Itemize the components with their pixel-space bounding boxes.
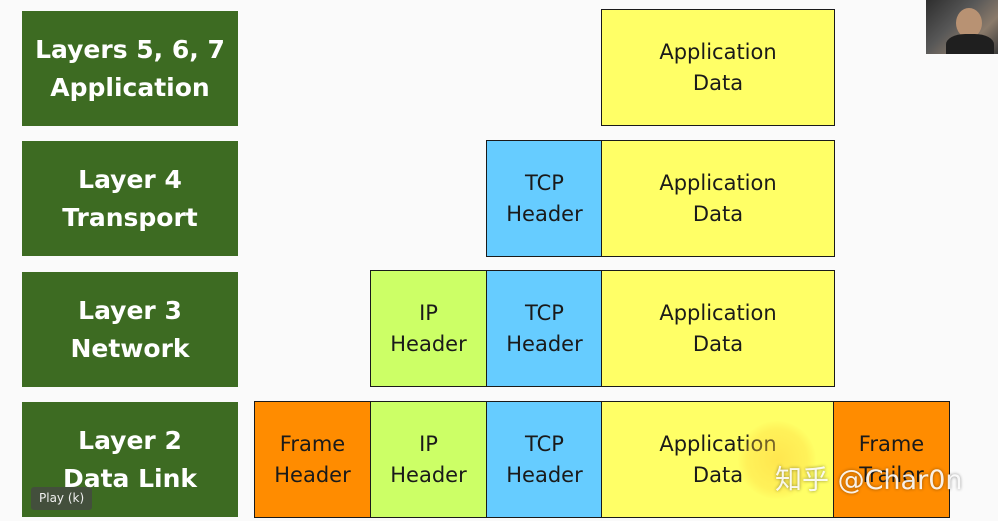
box-line1: Application [659, 431, 777, 456]
presenter-webcam-thumbnail [926, 0, 998, 54]
presenter-head [956, 8, 982, 38]
box-line1: IP [419, 431, 438, 456]
application-data-box: Application Data [601, 140, 835, 257]
tcp-header-box: TCP Header [486, 140, 603, 257]
application-data-box: Application Data [601, 401, 835, 518]
box-line2: Data [692, 331, 744, 356]
ip-header-box: IP Header [370, 270, 487, 387]
watermark: 知乎 @Char0n [775, 465, 963, 496]
layer-label-network: Layer 3 Network [22, 272, 238, 387]
box-line1: Frame [858, 431, 925, 456]
box-line1: IP [419, 300, 438, 325]
box-line2: Data [692, 201, 744, 226]
box-line2: Header [274, 462, 351, 487]
box-line2: Header [390, 331, 467, 356]
tcp-header-box: TCP Header [486, 270, 603, 387]
box-line2: Header [506, 201, 583, 226]
layer-label-line2: Transport [62, 202, 198, 232]
box-line1: TCP [525, 431, 564, 456]
box-line2: Header [390, 462, 467, 487]
box-line2: Data [692, 462, 744, 487]
box-line1: Application [659, 300, 777, 325]
box-line1: TCP [525, 300, 564, 325]
ip-header-box: IP Header [370, 401, 487, 518]
layer-label-line2: Application [50, 72, 210, 102]
box-line1: TCP [525, 170, 564, 195]
play-button[interactable]: Play (k) [31, 487, 93, 510]
box-line1: Frame [279, 431, 346, 456]
layer-label-line2: Network [70, 333, 190, 363]
layer-label-line1: Layer 4 [78, 164, 182, 194]
layer-label-line1: Layer 3 [78, 295, 182, 325]
box-line2: Data [692, 70, 744, 95]
layer-label-line1: Layer 2 [78, 425, 182, 455]
layer-label-application: Layers 5, 6, 7 Application [22, 11, 238, 126]
presenter-body [946, 34, 994, 54]
box-line1: Application [659, 39, 777, 64]
application-data-box: Application Data [601, 270, 835, 387]
application-data-box: Application Data [601, 9, 835, 126]
layer-label-line1: Layers 5, 6, 7 [35, 34, 225, 64]
frame-trailer-box: Frame Trailer [833, 401, 950, 518]
layer-label-transport: Layer 4 Transport [22, 141, 238, 256]
frame-header-box: Frame Header [254, 401, 371, 518]
tcp-header-box: TCP Header [486, 401, 603, 518]
box-line2: Trailer [859, 462, 924, 487]
box-line1: Application [659, 170, 777, 195]
box-line2: Header [506, 462, 583, 487]
box-line2: Header [506, 331, 583, 356]
